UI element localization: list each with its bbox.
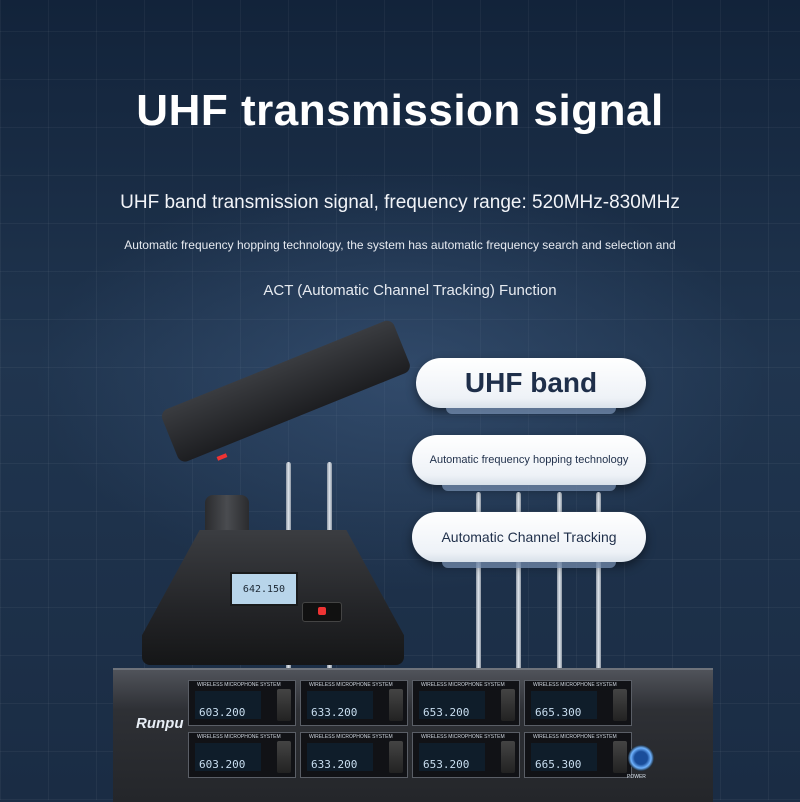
channel-control-buttons: [613, 741, 627, 773]
antenna: [557, 492, 562, 672]
receiver-channel-7: WIRELESS MICROPHONE SYSTEM 653.200: [412, 732, 520, 778]
channel-system-label: WIRELESS MICROPHONE SYSTEM: [533, 734, 617, 740]
receiver-channel-2: WIRELESS MICROPHONE SYSTEM 633.200: [300, 680, 408, 726]
description-line-2: ACT (Automatic Channel Tracking) Functio…: [263, 282, 557, 299]
channel-control-buttons: [277, 689, 291, 721]
feature-pill-frequency-hopping: Automatic frequency hopping technology: [412, 435, 646, 491]
power-label: POWER: [627, 774, 646, 780]
channel-system-label: WIRELESS MICROPHONE SYSTEM: [309, 734, 393, 740]
channel-frequency-display: 603.200: [195, 691, 261, 719]
receiver-channel-6: WIRELESS MICROPHONE SYSTEM 633.200: [300, 732, 408, 778]
channel-frequency-display: 603.200: [195, 743, 261, 771]
feature-pill-channel-tracking: Automatic Channel Tracking: [412, 512, 646, 568]
receiver-channel-5: WIRELESS MICROPHONE SYSTEM 603.200: [188, 732, 296, 778]
channel-control-buttons: [277, 741, 291, 773]
channel-frequency-display: 665.300: [531, 743, 597, 771]
channel-frequency-display: 665.300: [531, 691, 597, 719]
description-line-1: Automatic frequency hopping technology, …: [124, 238, 676, 252]
channel-control-buttons: [501, 689, 515, 721]
channel-system-label: WIRELESS MICROPHONE SYSTEM: [309, 682, 393, 688]
feature-pill-uhf-band: UHF band: [416, 358, 646, 414]
frequency-subtitle: UHF band transmission signal, frequency …: [120, 192, 680, 213]
channel-system-label: WIRELESS MICROPHONE SYSTEM: [421, 734, 505, 740]
power-button: [628, 745, 654, 771]
channel-control-buttons: [613, 689, 627, 721]
channel-frequency-display: 633.200: [307, 691, 373, 719]
antenna: [476, 492, 481, 672]
channel-frequency-display: 653.200: [419, 743, 485, 771]
antenna: [516, 492, 521, 672]
channel-frequency-display: 653.200: [419, 691, 485, 719]
channel-system-label: WIRELESS MICROPHONE SYSTEM: [533, 682, 617, 688]
channel-system-label: WIRELESS MICROPHONE SYSTEM: [421, 682, 505, 688]
page-title: UHF transmission signal: [136, 86, 664, 135]
channel-frequency-display: 633.200: [307, 743, 373, 771]
receiver-channel-3: WIRELESS MICROPHONE SYSTEM 653.200: [412, 680, 520, 726]
channel-system-label: WIRELESS MICROPHONE SYSTEM: [197, 734, 281, 740]
microphone-talk-button: [302, 602, 342, 622]
channel-control-buttons: [389, 741, 403, 773]
microphone-display: 642.150: [230, 572, 298, 606]
brand-logo: Runpu: [136, 715, 184, 732]
channel-control-buttons: [501, 741, 515, 773]
receiver-channel-1: WIRELESS MICROPHONE SYSTEM 603.200: [188, 680, 296, 726]
channel-system-label: WIRELESS MICROPHONE SYSTEM: [197, 682, 281, 688]
receiver-channel-8: WIRELESS MICROPHONE SYSTEM 665.300: [524, 732, 632, 778]
channel-control-buttons: [389, 689, 403, 721]
antenna: [596, 492, 601, 672]
receiver-channel-4: WIRELESS MICROPHONE SYSTEM 665.300: [524, 680, 632, 726]
